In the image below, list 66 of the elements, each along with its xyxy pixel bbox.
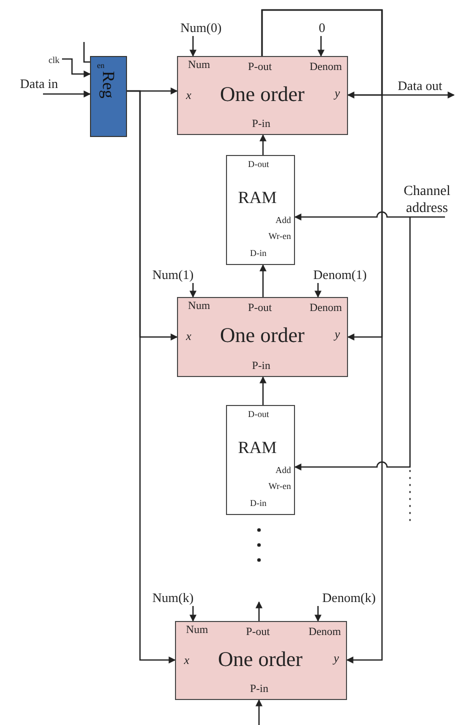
arrow [314, 606, 322, 622]
arrow [260, 376, 266, 405]
arrow [314, 283, 322, 298]
port-label: y [334, 652, 339, 664]
arrow [260, 264, 266, 297]
port-label: P-out [246, 627, 270, 638]
arrow [43, 90, 91, 98]
port-label: x [186, 330, 192, 342]
function-block [177, 56, 348, 135]
arrow [190, 36, 196, 57]
port-label: D-out [248, 410, 269, 419]
port-label: Denom [308, 627, 341, 638]
block-title: Reg [100, 71, 117, 98]
block-title: RAM [238, 189, 277, 206]
signal-arrow [256, 601, 262, 621]
signal-label: Denom(1) [309, 267, 371, 283]
port-label: P-out [248, 62, 272, 73]
port-label: Add [276, 216, 291, 225]
port-label: P-in [252, 119, 270, 130]
arrow [294, 217, 411, 470]
signal-label: Denom(k) [318, 590, 380, 606]
port-label: Wr-en [268, 232, 291, 241]
arrow [127, 90, 176, 664]
port-label: Denom [310, 303, 342, 314]
port-label: x [186, 89, 192, 101]
signal-label: clk [46, 54, 62, 64]
port-label: Num [188, 60, 210, 71]
signal-label: 0 [316, 20, 328, 36]
port-label: x [184, 654, 190, 666]
ram-block [226, 155, 295, 265]
arrow [260, 134, 266, 155]
port-label: Num [186, 625, 208, 636]
port-label: P-in [250, 684, 268, 695]
function-block [177, 297, 348, 377]
block-title: One order [220, 325, 305, 346]
arrow [294, 211, 445, 220]
block-title: One order [220, 84, 305, 105]
block-title: One order [218, 649, 303, 670]
arrow [261, 9, 383, 664]
arrow [190, 606, 196, 622]
port-label: y [334, 87, 340, 99]
signal-label: Channel address [398, 183, 456, 217]
ram-block [226, 405, 295, 515]
port-label: Num [188, 301, 210, 312]
port-label: P-in [252, 361, 270, 372]
port-label: D-out [248, 160, 269, 169]
block-title: RAM [238, 439, 277, 456]
port-label: Add [276, 466, 291, 475]
register-block [90, 56, 127, 137]
port-label: en [97, 62, 105, 70]
arrow [62, 58, 91, 78]
port-label: D-in [250, 249, 266, 258]
signal-label: Data out [386, 78, 454, 95]
arrow [318, 36, 324, 57]
signal-arrow [256, 699, 262, 725]
function-block [175, 621, 347, 700]
signal-label: Num(1) [148, 267, 198, 283]
port-label: y [334, 328, 340, 340]
arrow [190, 283, 196, 298]
signal-label: Data in [10, 76, 68, 94]
port-label: P-out [248, 303, 272, 314]
port-label: Denom [310, 62, 342, 73]
signal-label: Num(0) [176, 20, 226, 36]
port-label: Wr-en [268, 482, 291, 491]
signal-label: Num(k) [148, 590, 198, 606]
port-label: D-in [250, 499, 266, 508]
